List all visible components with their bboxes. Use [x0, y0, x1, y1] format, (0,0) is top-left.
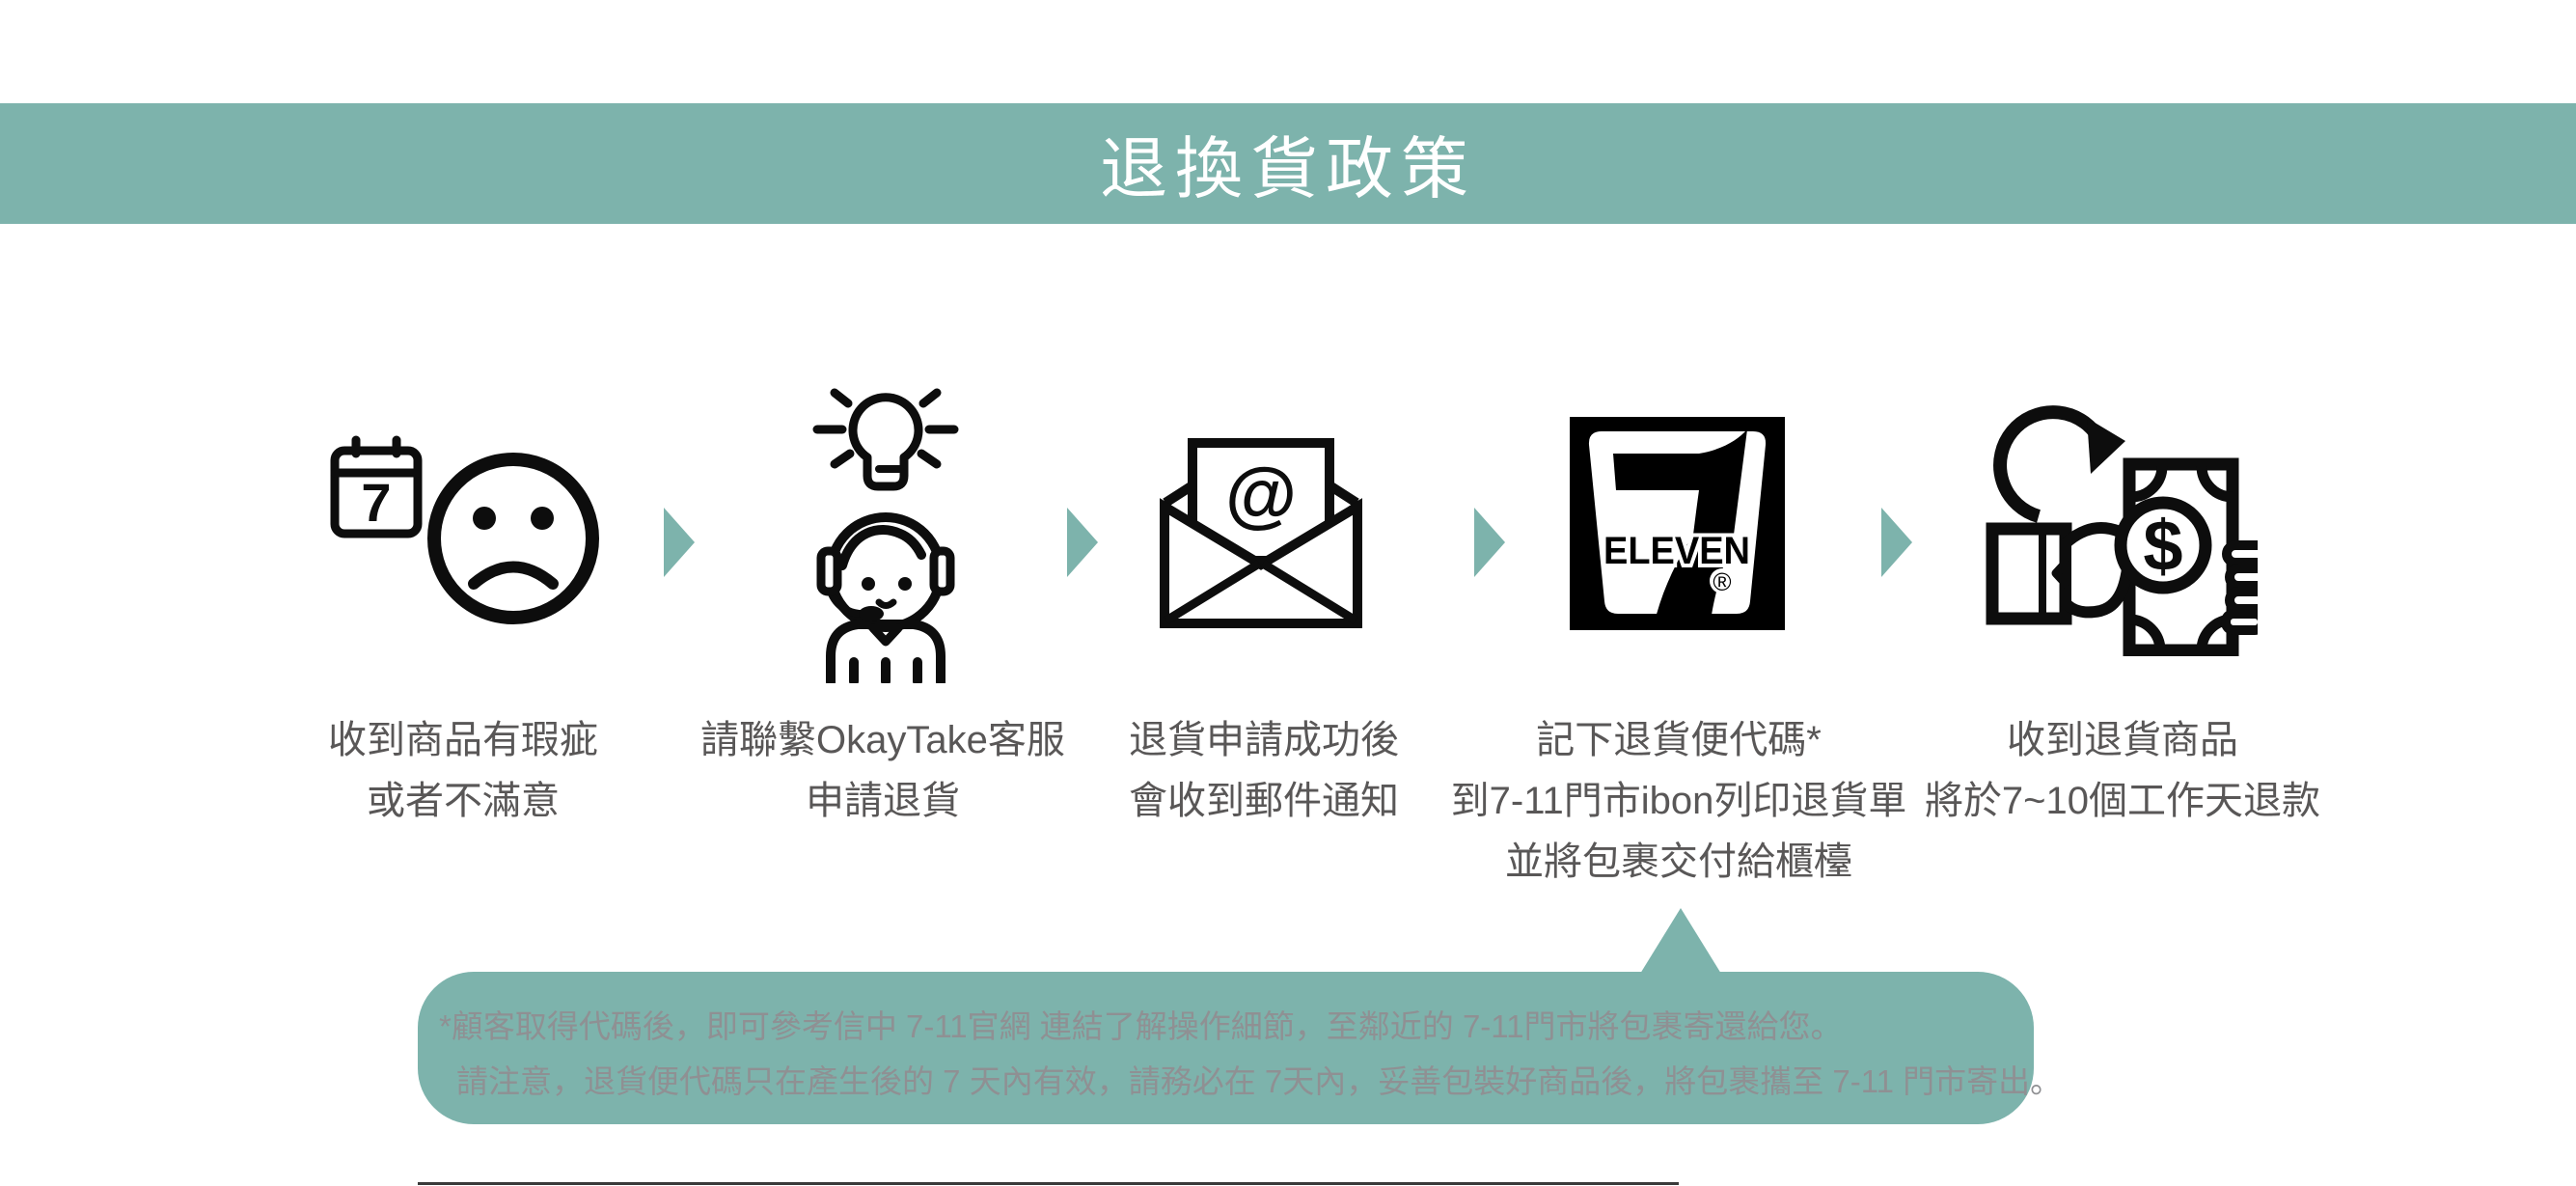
caption-line: 到7-11門市ibon列印退貨單	[1450, 780, 1907, 822]
registered-mark: ®	[1713, 567, 1731, 596]
caption-line: 並將包裹交付給櫃檯	[1505, 841, 1852, 883]
caption-line: 退貨申請成功後	[1129, 719, 1399, 761]
caption-line: 或者不滿意	[367, 780, 560, 822]
calendar-day-number: 7	[361, 472, 391, 533]
dollar-sign-glyph: $	[2143, 506, 2182, 586]
title-banner: 退換貨政策	[0, 103, 2576, 224]
step-caption-1: 收到商品有瑕疵 或者不滿意	[270, 710, 656, 832]
caption-line: 會收到郵件通知	[1129, 780, 1399, 822]
note-line-2: 請注意，退貨便代碼只在產生後的 7 天內有效，請務必在 7天內，妥善包裝好商品後…	[456, 1063, 2063, 1099]
caption-line: 記下退貨便代碼*	[1536, 719, 1822, 761]
caption-line: 將於7~10個工作天退款	[1924, 780, 2321, 822]
step-caption-5: 收到退貨商品 將於7~10個工作天退款	[1891, 710, 2354, 832]
step-caption-2: 請聯繫OkayTake客服 申請退貨	[666, 710, 1100, 832]
note-bubble: *顧客取得代碼後，即可參考信中 7-11官網 連結了解操作細節，至鄰近的 7-1…	[418, 972, 2063, 1124]
caption-line: 請聯繫OkayTake客服	[700, 719, 1065, 761]
at-sign-glyph: @	[1225, 454, 1297, 536]
flow-arrow-icon	[664, 508, 695, 577]
note-pointer-triangle	[1640, 908, 1721, 974]
note-line-1: *顧客取得代碼後，即可參考信中 7-11官網 連結了解操作細節，至鄰近的 7-1…	[439, 1008, 1843, 1044]
customer-service-lightbulb-icon	[812, 388, 959, 683]
caption-line: 申請退貨	[806, 780, 960, 822]
refund-money-hand-icon: $	[1986, 405, 2258, 656]
page-title: 退換貨政策	[1100, 131, 1476, 207]
step-caption-3: 退貨申請成功後 會收到郵件通知	[1071, 710, 1457, 832]
seven-eleven-wordmark: ELEVEN	[1603, 530, 1750, 572]
flow-arrow-icon	[1474, 508, 1505, 577]
cutoff-line	[418, 1182, 1679, 1185]
flow-arrow-icon	[1881, 508, 1912, 577]
email-envelope-icon: @	[1160, 438, 1362, 628]
seven-eleven-logo-icon: ELEVEN ®	[1570, 417, 1785, 630]
caption-line: 收到商品有瑕疵	[328, 719, 598, 761]
flow-arrow-icon	[1067, 508, 1098, 577]
calendar-sad-face-icon: 7	[330, 435, 599, 624]
step-caption-4: 記下退貨便代碼* 到7-11門市ibon列印退貨單 並將包裹交付給櫃檯	[1447, 710, 1910, 893]
caption-line: 收到退貨商品	[2007, 719, 2238, 761]
